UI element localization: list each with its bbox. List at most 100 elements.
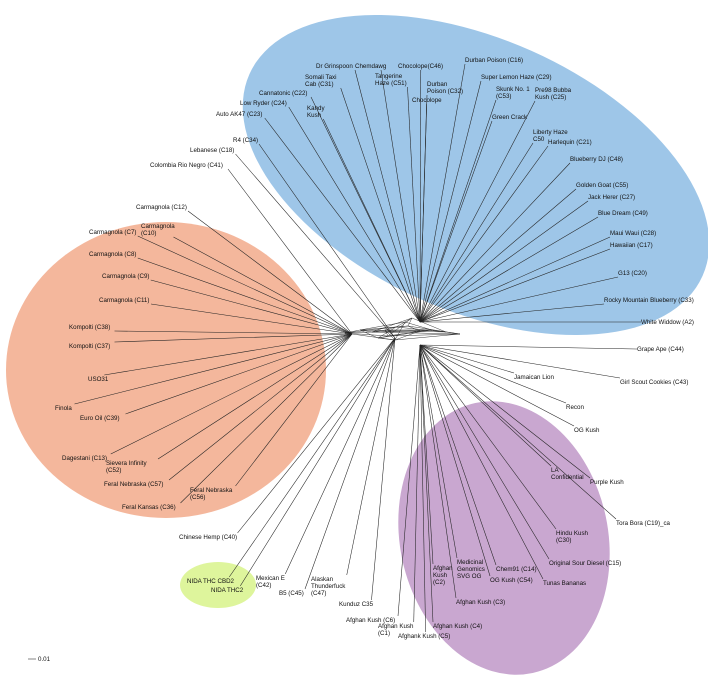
leaf-label-golden-goat: Golden Goat (C55) xyxy=(576,182,628,189)
edge-carmagnola-c10 xyxy=(173,236,353,335)
edge-finola xyxy=(74,333,353,405)
leaf-label-green-crack: Green Crack xyxy=(492,114,528,121)
leaf-label-line: Cab (C31) xyxy=(305,81,334,88)
network-strand xyxy=(394,321,406,341)
leaf-label-line: Kompolti (C37) xyxy=(69,343,110,350)
scale-bar: 0.01 xyxy=(28,656,51,663)
leaf-label-line: Grape Ape (C44) xyxy=(637,346,684,353)
leaf-label-line: C50 xyxy=(533,136,545,143)
leaf-label-cannatonic: Cannatonic (C22) xyxy=(259,90,308,97)
edge-kompolti-c37 xyxy=(114,333,353,343)
leaf-label-dr-grinspoon: Dr Grinspoon xyxy=(316,63,353,70)
edge-uso31 xyxy=(104,333,353,376)
edge-tangerine-haze xyxy=(407,86,421,323)
leaf-label-line: (C52) xyxy=(106,467,121,474)
scale-bar-label: 0.01 xyxy=(38,656,51,663)
leaf-label-line: USO31 xyxy=(88,376,109,383)
edge-green-crack xyxy=(419,120,493,323)
leaf-label-line: Carmagnola (C11) xyxy=(99,297,149,304)
edge-harlequin xyxy=(419,145,549,323)
leaf-label-line: Auto AK47 (C23) xyxy=(216,111,262,118)
leaf-label-girl-scout-cookies: Girl Scout Cookies (C43) xyxy=(620,379,688,386)
leaf-label-purple-kush: Purple Kush xyxy=(590,479,624,486)
network-core xyxy=(344,317,461,341)
leaf-label-line: Jamaican Lion xyxy=(514,374,554,381)
edge-og-kush-c54 xyxy=(419,344,491,577)
leaf-label-line: Hawaiian (C17) xyxy=(610,242,653,249)
edge-colombia-rio-negro xyxy=(227,168,353,335)
network-strand xyxy=(371,317,413,333)
leaf-label-original-sour-diesel: Original Sour Diesel (C15) xyxy=(549,560,621,567)
leaf-label-afghan-kush-c1: Afghan Kush(C1) xyxy=(378,623,414,637)
network-strand xyxy=(384,329,396,341)
leaf-label-line: Kush (C25) xyxy=(535,94,566,101)
edge-chemdawg xyxy=(380,69,421,323)
network-strand xyxy=(387,333,461,337)
network-strand xyxy=(371,331,461,335)
leaf-label-line: NIDA THC2 xyxy=(211,587,244,594)
leaf-label-line: Colombia Rio Negro (C41) xyxy=(150,162,223,169)
network-strand xyxy=(359,321,406,331)
leaf-label-line: Super Lemon Haze (C29) xyxy=(481,74,552,81)
leaf-label-skunk-no1: Skunk No. 1(C53) xyxy=(496,86,530,100)
leaf-label-durban-poison-c16: Durban Poison (C16) xyxy=(465,57,523,64)
leaf-label-carmagnola-c9: Carmagnola (C9) xyxy=(102,273,149,280)
leaf-label-b5: B5 (C45) xyxy=(279,590,304,597)
edge-chem91 xyxy=(419,344,497,566)
leaf-label-nida-thc-cbd2: NIDA THC CBD2 xyxy=(187,578,235,585)
leaf-label-line: Carmagnola (C9) xyxy=(102,273,149,280)
edge-afghan-kush-c6 xyxy=(397,344,421,617)
leaf-label-afghank-kush-c5: Afghank Kush (C5) xyxy=(398,633,450,640)
edge-liberty-haze xyxy=(419,142,534,323)
leaf-label-line: Girl Scout Cookies (C43) xyxy=(620,379,688,386)
network-strand xyxy=(395,321,406,328)
network-strand xyxy=(395,326,447,333)
edge-jamaican-lion xyxy=(419,344,515,374)
edge-mexican-e xyxy=(285,337,396,575)
leaf-label-line: Chinese Hemp (C40) xyxy=(179,534,237,541)
leaf-label-line: Carmagnola (C7) xyxy=(89,229,136,236)
leaf-label-line: Chocolope(C46) xyxy=(398,63,443,70)
leaf-label-line: Chemdawg xyxy=(355,63,387,70)
leaf-label-hawaiian: Hawaiian (C17) xyxy=(610,242,653,249)
cluster-purple xyxy=(398,401,610,675)
leaf-label-line: Blueberry DJ (C48) xyxy=(570,156,623,163)
network-strand xyxy=(359,329,373,333)
edge-kandy-kush xyxy=(323,118,421,323)
leaf-label-line: Kompolti (C38) xyxy=(69,324,110,331)
edge-afghan-kush-c1 xyxy=(413,344,421,623)
leaf-label-uso31: USO31 xyxy=(88,376,109,383)
edge-auto-ak47 xyxy=(264,117,421,323)
leaf-label-afghan-kush-c4: Afghan Kush (C4) xyxy=(433,623,482,630)
leaf-label-line: Thunderfuck xyxy=(311,583,346,590)
edge-tora-bora xyxy=(419,344,617,520)
leaf-label-line: Durban xyxy=(427,81,448,88)
edge-chocolope-c46 xyxy=(419,69,422,323)
edge-afghan-kush-c4 xyxy=(419,344,434,623)
edge-euro-oil xyxy=(125,333,353,415)
leaf-label-line: B5 (C45) xyxy=(279,590,304,597)
edge-nida-thc-cbd2 xyxy=(229,337,396,578)
leaf-label-line: OG Kush (C54) xyxy=(490,577,533,584)
leaf-label-harlequin: Harlequin (C21) xyxy=(548,139,592,146)
edge-g13 xyxy=(419,276,619,323)
leaf-label-mexican-e: Mexican E(C42) xyxy=(256,575,285,589)
leaf-label-line: OG Kush xyxy=(574,427,600,434)
leaf-label-auto-ak47: Auto AK47 (C23) xyxy=(216,111,262,118)
leaf-label-line: (C42) xyxy=(256,582,271,589)
leaf-label-line: Poison (C32) xyxy=(427,88,463,95)
leaf-label-line: (C47) xyxy=(311,590,326,597)
edge-rocky-mountain-blueberry xyxy=(419,303,605,323)
leaf-label-line: Afghank Kush (C5) xyxy=(398,633,450,640)
leaf-label-line: (C2) xyxy=(433,579,445,586)
cluster-orange xyxy=(6,222,326,518)
leaf-label-carmagnola-c8: Carmagnola (C8) xyxy=(89,251,136,258)
edge-r4 xyxy=(258,143,396,339)
leaf-label-line: Genomics xyxy=(457,566,485,573)
edge-afghan-kush-c3 xyxy=(419,344,457,599)
edge-pre98-bubba xyxy=(419,100,536,323)
edge-tunas-bananas xyxy=(419,344,544,580)
